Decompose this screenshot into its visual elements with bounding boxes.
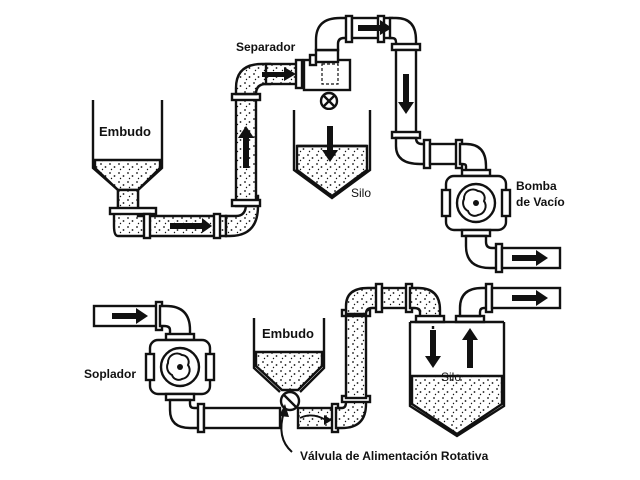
conveying-pipe <box>296 282 446 434</box>
vacuum-pump-label-line1: Bomba <box>516 179 557 193</box>
blower: Soplador <box>84 338 216 402</box>
flow-arrow-right <box>358 20 392 35</box>
flow-arrow-down <box>425 330 441 368</box>
silo-bottom-label: Silo <box>441 370 461 384</box>
funnel-top: Embudo <box>91 100 164 212</box>
top-riser-pipe <box>230 58 304 208</box>
blower-discharge-pipe <box>168 398 282 434</box>
silo-top-label: Silo <box>351 186 371 200</box>
top-return-pipe <box>344 14 492 178</box>
vacuum-pump: Bomba de Vacío <box>440 174 565 274</box>
silo-top: Silo <box>292 110 371 200</box>
bottom-system: Soplador Embudo <box>84 282 562 463</box>
flow-arrow-up <box>462 328 478 368</box>
flow-arrow-down <box>398 74 414 114</box>
funnel-bottom: Embudo <box>252 318 326 412</box>
separator: Separador <box>236 16 352 111</box>
flow-arrow-right <box>512 250 548 266</box>
funnel-bottom-label: Embudo <box>262 326 314 341</box>
blower-label: Soplador <box>84 367 136 381</box>
flow-arrow-right <box>170 218 212 233</box>
top-system: Embudo <box>91 14 565 274</box>
rotary-valve-callout: Válvula de Alimentación Rotativa <box>279 404 489 463</box>
flow-arrow-right <box>512 290 548 306</box>
silo-bottom: Silo <box>408 320 506 438</box>
separator-label: Separador <box>236 40 296 54</box>
flow-arrow-down <box>322 126 338 162</box>
flow-arrow-up <box>238 126 254 168</box>
vacuum-pump-label-line2: de Vacío <box>516 195 565 209</box>
flow-arrow-right <box>262 67 296 81</box>
rotary-valve-label: Válvula de Alimentación Rotativa <box>300 449 489 463</box>
inlet-pipe <box>92 300 196 342</box>
funnel-top-label: Embudo <box>99 124 151 139</box>
vent-pipe <box>454 282 562 324</box>
flow-arrow-right <box>112 308 148 324</box>
